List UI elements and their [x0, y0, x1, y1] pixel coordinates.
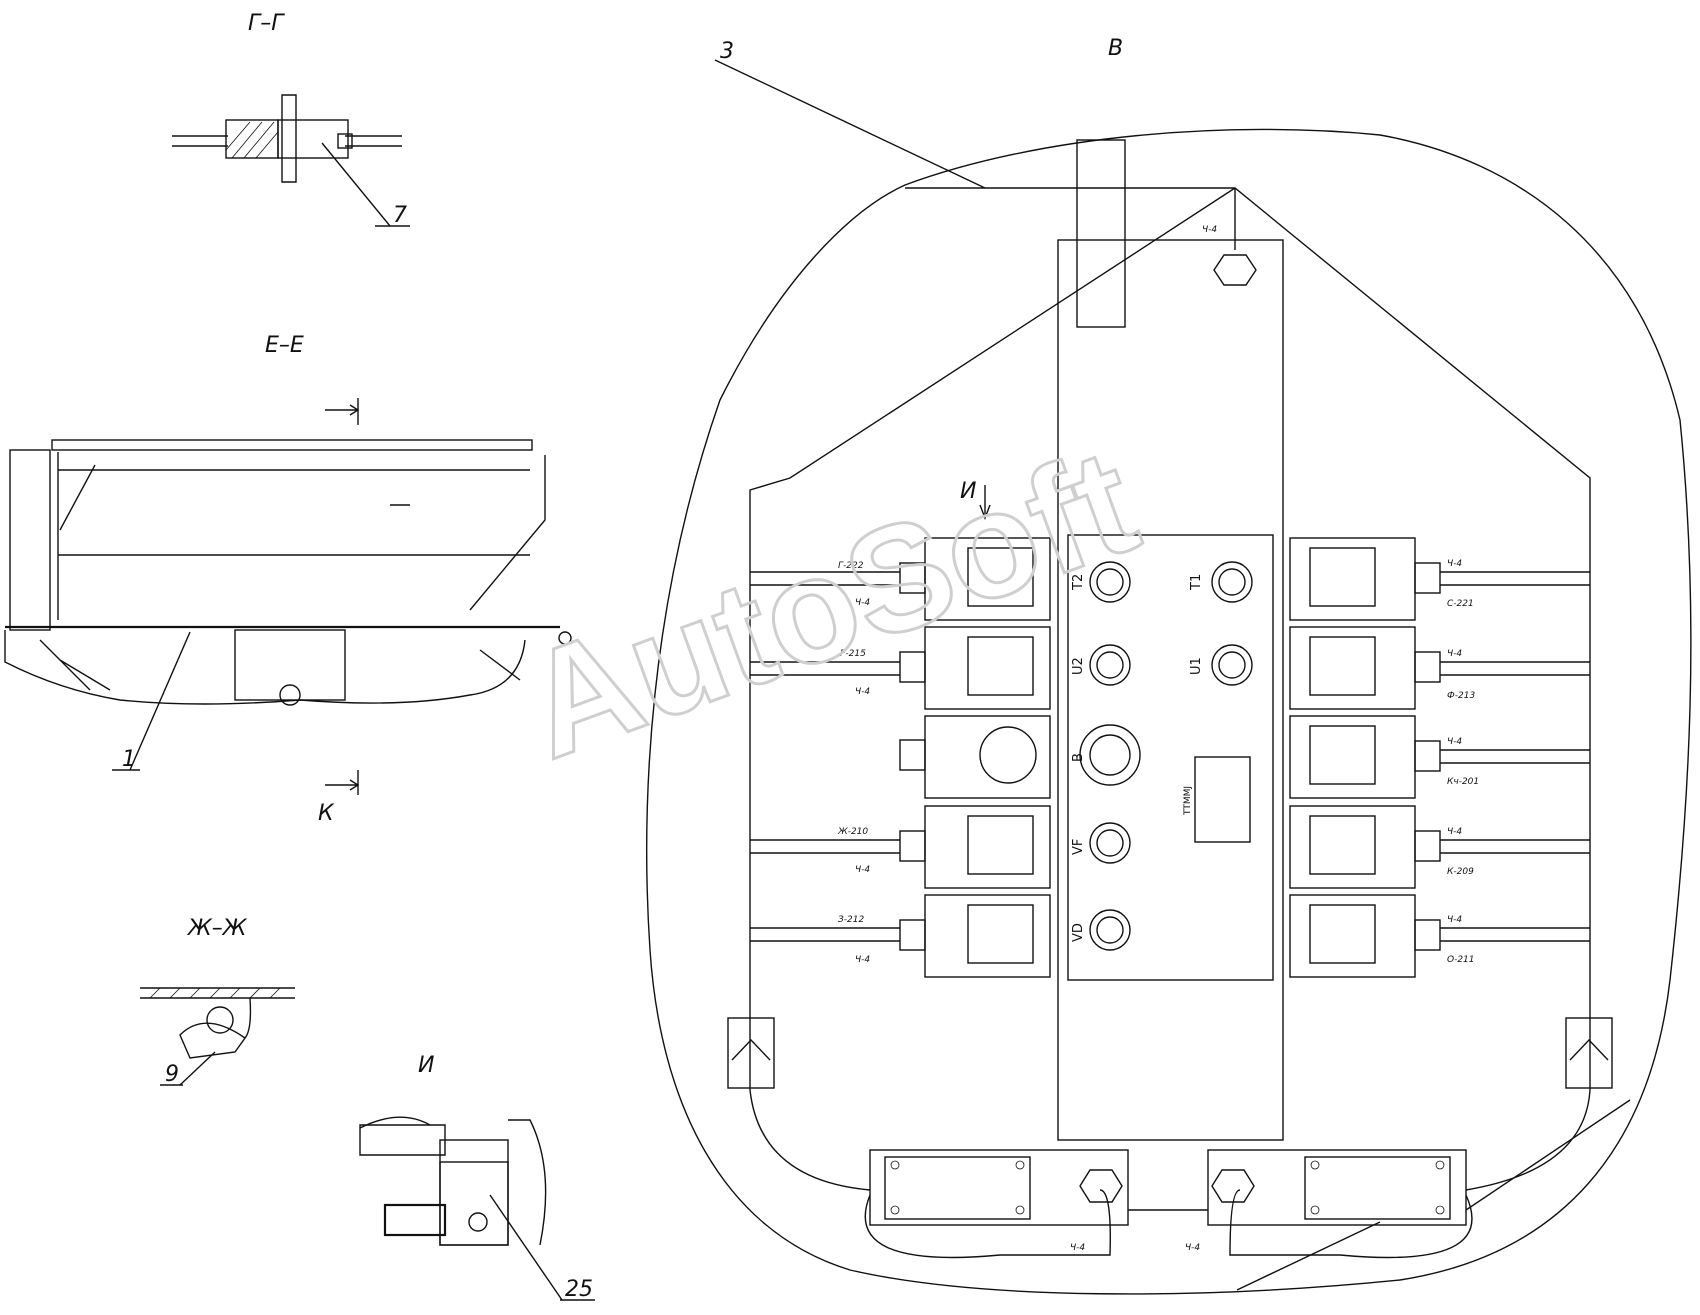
callout-7: 7 [393, 203, 407, 228]
wire-right-0-ground: Ч-4 [1447, 559, 1462, 569]
port-vd: VD [1071, 923, 1086, 942]
wire-left-2-code: Ж-210 [837, 827, 868, 837]
callout-25: 25 [565, 1277, 593, 1302]
wire-left-2-ground: Ч-4 [855, 865, 870, 875]
callout-1: 1 [122, 747, 136, 772]
wire-left-0-ground: Ч-4 [855, 598, 870, 608]
right-coils [1289, 537, 1441, 978]
arrow-i-label: И [960, 479, 976, 504]
port-t1: T1 [1189, 574, 1204, 591]
section-e-e: Е–Е 1 К [4, 333, 572, 826]
wire-left-3-ground: Ч-4 [855, 955, 870, 965]
wire-right-1-ground: Ч-4 [1447, 649, 1462, 659]
valve-ports [1079, 561, 1253, 951]
left-coils [899, 537, 1051, 978]
section-g-g: Г–Г 7 [172, 11, 410, 228]
wire-left-0-code: Г-222 [838, 561, 864, 571]
wire-right-0-code: С-221 [1447, 599, 1474, 609]
section-g-title: Г–Г [248, 11, 285, 36]
port-vf: VF [1071, 839, 1086, 855]
port-t2: T2 [1071, 574, 1086, 591]
break-boundary [646, 128, 1692, 1295]
port-u1: U1 [1189, 657, 1204, 675]
view-i-title: И [418, 1053, 434, 1078]
callout-9: 9 [165, 1062, 179, 1087]
wire-right-1-code: Ф-213 [1447, 691, 1475, 701]
wire-right-3-ground: Ч-4 [1447, 827, 1462, 837]
wire-right-2-code: Кч-201 [1447, 777, 1479, 787]
section-zh-zh: Ж–Ж 9 [140, 916, 295, 1087]
section-e-title: Е–Е [265, 333, 304, 358]
wire-right-3-code: К-209 [1447, 867, 1474, 877]
plate-label: TTMMJ [1183, 786, 1193, 816]
view-v-title: В [1108, 36, 1123, 61]
wire-right-2-ground: Ч-4 [1447, 737, 1462, 747]
bottom-brackets [749, 1089, 1631, 1291]
view-v: В 3 Ч-4 T2 T1 U2 U1 B [646, 36, 1692, 1295]
wire-left-1-ground: Ч-4 [855, 687, 870, 697]
arrow-k-label: К [318, 801, 335, 826]
wire-top-label: Ч-4 [1202, 225, 1217, 235]
view-i: И 25 [359, 1053, 595, 1302]
left-wires [750, 571, 900, 942]
wire-right-4-ground: Ч-4 [1447, 915, 1462, 925]
section-zh-title: Ж–Ж [186, 916, 248, 941]
callout-3: 3 [720, 39, 734, 64]
wire-bottom-left-label: Ч-4 [1070, 1243, 1085, 1253]
wire-left-1-code: Р-215 [840, 649, 866, 659]
port-b: B [1071, 753, 1086, 762]
wire-bottom-right-label: Ч-4 [1185, 1243, 1200, 1253]
wire-left-3-code: З-212 [838, 915, 864, 925]
port-u2: U2 [1071, 657, 1086, 675]
right-wires [1440, 571, 1590, 942]
wire-right-4-code: О-211 [1447, 955, 1475, 965]
